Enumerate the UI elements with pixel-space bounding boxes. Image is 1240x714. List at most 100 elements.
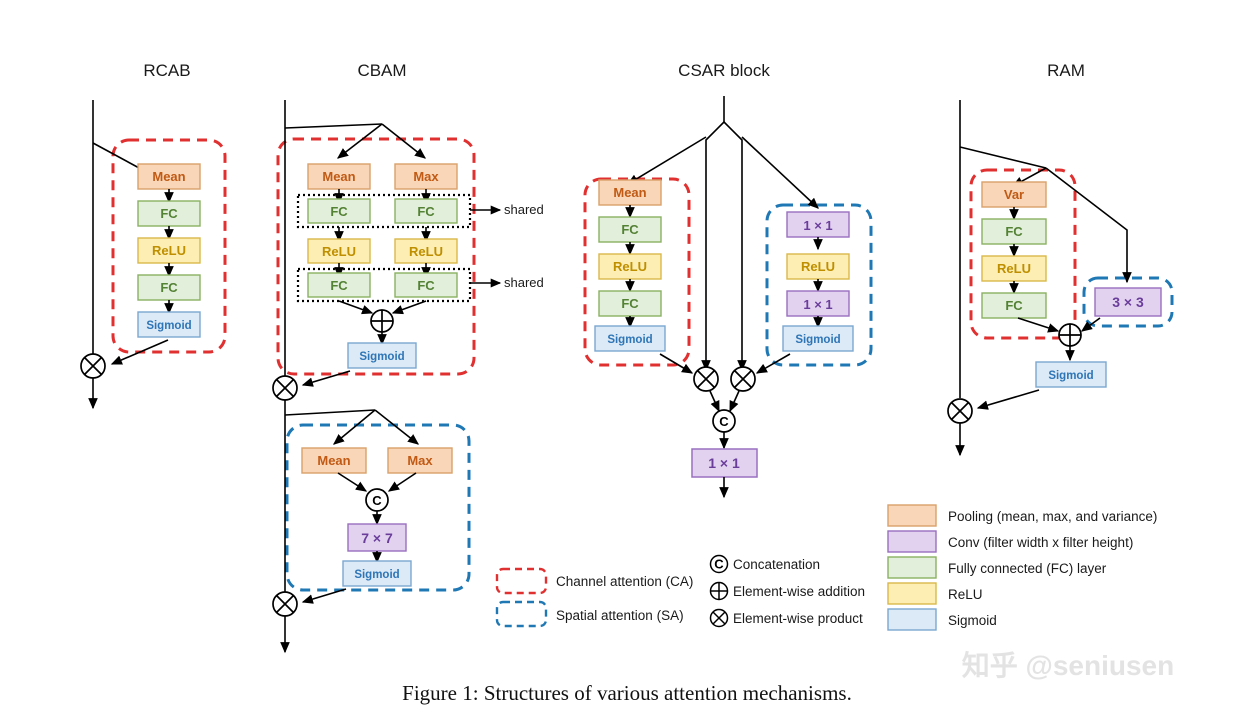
cbam-sa-block-max-label: Max xyxy=(407,453,433,468)
csar-ca-block-relu: ReLU xyxy=(598,253,662,280)
cbam-elementwise-product-icon-1 xyxy=(272,375,298,401)
csar-skip-right xyxy=(723,121,747,372)
ram-channel-attention-group xyxy=(969,168,1077,340)
csar-ca-block-fc-2: FC xyxy=(598,290,662,317)
rcab-elementwise-product-icon xyxy=(80,353,106,379)
watermark: 知乎 @seniusen xyxy=(962,649,1174,681)
csar-branch-to-ca xyxy=(626,136,707,185)
cbam-sa-block-conv: 7 × 7 xyxy=(347,523,407,552)
csar-spatial-attention-group xyxy=(765,203,873,367)
rcab-block-mean: Mean xyxy=(137,163,201,190)
csar-ca-block-fc-1-label: FC xyxy=(621,222,639,237)
legend-spatial-attention-swatch xyxy=(495,600,548,628)
csar-ca-block-sigmoid: Sigmoid xyxy=(594,325,666,352)
csar-output-conv-label: 1 × 1 xyxy=(708,455,740,471)
cbam-shared-label-1: shared xyxy=(504,202,544,217)
rcab-block-fc-1: FC xyxy=(137,200,201,227)
ram-elementwise-product-icon xyxy=(947,398,973,424)
legend-swatch-pooling xyxy=(887,504,937,527)
legend-concat-glyph: C xyxy=(714,557,724,572)
cbam-ca-block-mean: Mean xyxy=(307,163,371,190)
ram-block-conv-label: 3 × 3 xyxy=(1112,294,1144,310)
cbam-ca-block-max: Max xyxy=(394,163,458,190)
diagram-title-rcab: RCAB xyxy=(143,61,190,80)
csar-sa-block-conv-1: 1 × 1 xyxy=(786,211,850,238)
diagram-ram: Var FC ReLU FC 3 × 3 Sig xyxy=(947,100,1174,457)
csar-sa-block-conv-2: 1 × 1 xyxy=(786,290,850,317)
legend-circle-times-icon xyxy=(709,608,729,628)
cbam-ca-block-fc-r1: FC xyxy=(394,198,458,224)
rcab-channel-attention-group xyxy=(111,138,227,354)
rcab-block-relu: ReLU xyxy=(137,237,201,264)
cbam-shared-fc-box-2 xyxy=(296,267,472,303)
cbam-split-to-mean xyxy=(336,123,383,159)
csar-sa-block-relu-label: ReLU xyxy=(801,259,835,274)
cbam-ca-block-relu-l: ReLU xyxy=(307,238,371,264)
csar-sa-block-relu: ReLU xyxy=(786,253,850,280)
csar-sa-block-conv-2-label: 1 × 1 xyxy=(803,297,832,312)
diagram-title-csar: CSAR block xyxy=(678,61,770,80)
ram-sigmoid-to-product xyxy=(976,389,1040,410)
cbam-ca-block-fc-r2: FC xyxy=(394,272,458,298)
cbam-ca-block-sigmoid-label: Sigmoid xyxy=(359,351,404,363)
cbam-ca-block-fc-l2-label: FC xyxy=(330,278,348,293)
legend-label-conv: Conv (filter width x filter height) xyxy=(948,535,1133,550)
ram-block-fc-2: FC xyxy=(981,292,1047,319)
csar-ca-block-mean-label: Mean xyxy=(613,185,646,200)
cbam-ca-sigmoid-to-product xyxy=(301,370,351,387)
cbam-sa-block-sigmoid: Sigmoid xyxy=(342,560,412,587)
csar-sa-block-conv-1-label: 1 × 1 xyxy=(803,218,832,233)
cbam-ca-block-mean-label: Mean xyxy=(322,169,355,184)
cbam-elementwise-product-icon-2 xyxy=(272,591,298,617)
cbam-channel-attention-group xyxy=(276,137,476,376)
cbam-sa-sigmoid-to-product xyxy=(301,588,347,604)
cbam-ca-block-relu-r: ReLU xyxy=(394,238,458,264)
rcab-sigmoid-to-product xyxy=(110,339,169,365)
legend-colors: Pooling (mean, max, and variance) Conv (… xyxy=(887,504,1157,631)
csar-sa-block-sigmoid-label: Sigmoid xyxy=(795,334,840,346)
cbam-spatial-attention-group xyxy=(285,423,471,592)
csar-ca-block-fc-1: FC xyxy=(598,216,662,243)
csar-ca-to-product xyxy=(659,353,694,374)
rcab-block-fc-2-label: FC xyxy=(160,280,178,295)
legend-label-relu: ReLU xyxy=(948,587,983,602)
cbam-ca-block-fc-l1: FC xyxy=(307,198,371,224)
rcab-block-fc-2: FC xyxy=(137,274,201,301)
diagram-csar: Mean FC ReLU FC Sigmoid 1 × 1 xyxy=(583,96,873,499)
cbam-split-to-max xyxy=(381,123,427,159)
ram-block-var: Var xyxy=(981,181,1047,208)
csar-ca-block-mean: Mean xyxy=(598,179,662,206)
cbam-ca-block-fc-r2-label: FC xyxy=(417,278,435,293)
cbam-sa-block-max: Max xyxy=(387,447,453,474)
csar-ca-block-relu-label: ReLU xyxy=(613,259,647,274)
ram-sa-to-addition xyxy=(1080,317,1101,332)
csar-branch-to-sa xyxy=(741,136,819,209)
csar-concatenation-glyph: C xyxy=(719,414,729,429)
legend-label-pooling: Pooling (mean, max, and variance) xyxy=(948,509,1157,524)
csar-output-conv: 1 × 1 xyxy=(691,448,758,478)
ram-elementwise-addition-icon xyxy=(1058,323,1082,347)
legend-product-label: Element-wise product xyxy=(733,611,863,626)
cbam-shared-fc-box-1 xyxy=(296,193,472,229)
cbam-ca-merge-left xyxy=(338,300,374,315)
cbam-concatenation-icon: C xyxy=(365,488,389,512)
csar-sa-to-product xyxy=(755,353,791,374)
ram-block-fc-1-label: FC xyxy=(1005,224,1023,239)
cbam-sa-block-mean-label: Mean xyxy=(317,453,350,468)
cbam-ca-block-sigmoid: Sigmoid xyxy=(347,342,417,369)
cbam-ca-block-max-label: Max xyxy=(413,169,439,184)
cbam-sa-split-line xyxy=(284,409,376,416)
rcab-block-sigmoid: Sigmoid xyxy=(137,311,201,338)
ram-block-conv: 3 × 3 xyxy=(1094,287,1162,317)
cbam-concatenation-glyph: C xyxy=(372,493,382,508)
csar-elementwise-product-icon-1 xyxy=(693,366,719,392)
rcab-block-sigmoid-label: Sigmoid xyxy=(146,320,191,332)
legend-swatch-conv xyxy=(887,530,937,553)
cbam-sa-block-sigmoid-label: Sigmoid xyxy=(354,569,399,581)
diagram-rcab: Mean FC ReLU FC Sigmoid xyxy=(80,100,227,410)
cbam-sa-block-conv-label: 7 × 7 xyxy=(361,530,393,546)
legend-operators: C Concatenation Element-wise addition El… xyxy=(709,554,865,628)
ram-spatial-attention-group xyxy=(1082,276,1174,328)
ram-split-to-conv xyxy=(1045,167,1132,284)
